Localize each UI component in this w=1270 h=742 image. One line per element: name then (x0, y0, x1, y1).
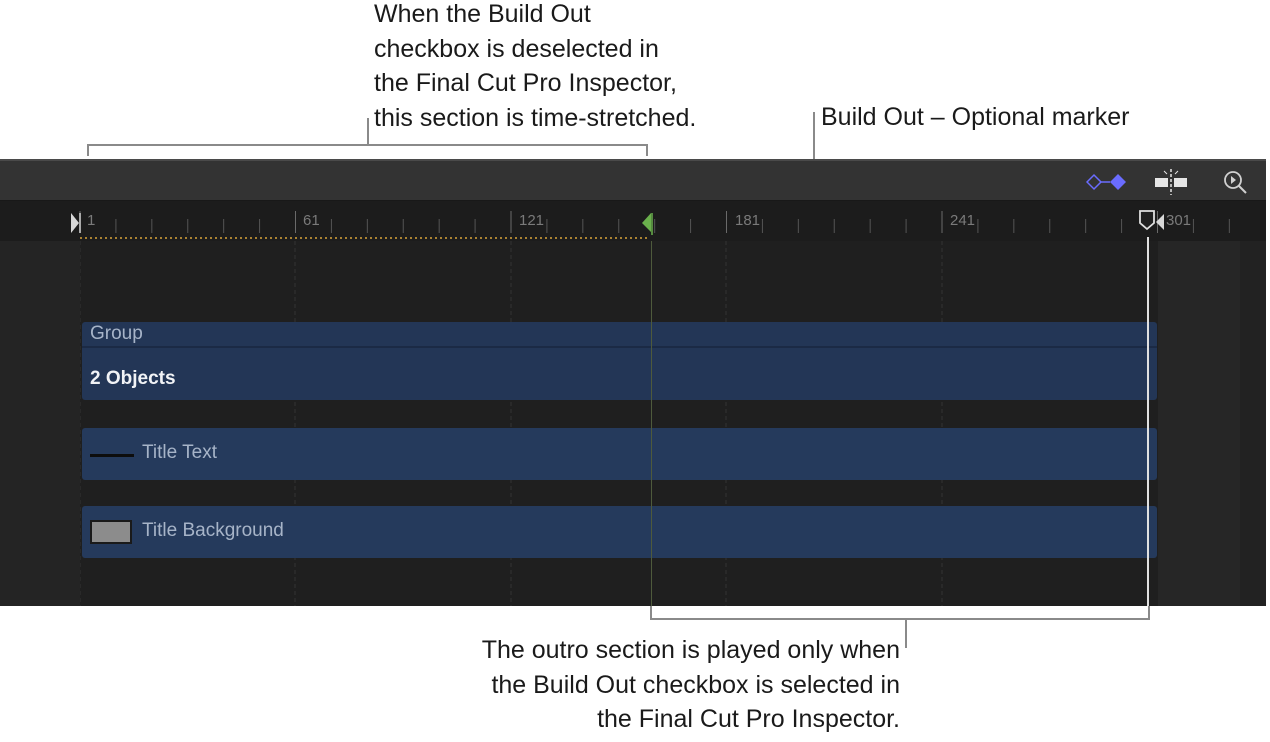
line-thumbnail-icon (90, 454, 134, 457)
callout-line: the Build Out checkbox is selected in (491, 670, 900, 699)
callout-bracket-top-left (87, 144, 89, 156)
group-objects-label: 2 Objects (90, 368, 176, 389)
tick-label: 1 (87, 212, 96, 229)
callout-line: The outro section is played only when (481, 636, 900, 664)
snapping-icon[interactable] (1154, 169, 1187, 195)
callout-leader-top (367, 118, 369, 145)
tick-label: 181 (735, 212, 761, 229)
callout-bracket-bottom (650, 618, 1150, 620)
tick-label: 61 (303, 212, 320, 229)
callout-line: the Final Cut Pro Inspector, (374, 69, 677, 97)
callout-leader-bottom (905, 620, 907, 648)
callout-time-stretch: When the Build Out checkbox is deselecte… (374, 0, 794, 135)
callout-line: the Final Cut Pro Inspector. (597, 705, 900, 733)
keyframe-diamond-icon[interactable] (1085, 169, 1126, 195)
tick-label: 121 (519, 212, 545, 229)
group-label: Group (90, 323, 143, 344)
callout-build-out-marker: Build Out – Optional marker (821, 103, 1130, 131)
tick-label: 241 (950, 212, 976, 229)
callout-line: When the Build Out (374, 0, 591, 28)
play-range-out-marker[interactable] (1138, 209, 1168, 242)
play-range-out-line (1147, 237, 1149, 606)
zoom-icon[interactable] (1222, 169, 1254, 195)
group-divider (82, 346, 1157, 348)
callout-bracket-bottom-right (1148, 606, 1150, 620)
layer-label: Title Text (142, 442, 217, 463)
build-out-marker-line (651, 241, 652, 606)
play-range-in-marker[interactable] (70, 211, 82, 240)
callout-line: this section is time-stretched. (374, 103, 697, 132)
timeline-left-margin (0, 241, 80, 606)
timeline-right-margin (1158, 241, 1240, 606)
callout-outro-section: The outro section is played only when th… (380, 633, 900, 737)
callout-line: checkbox is deselected in (374, 34, 659, 63)
callout-bracket-top-right (646, 144, 648, 156)
shape-thumbnail-icon (90, 520, 132, 544)
timeline-ruler[interactable]: 1 61 121 181 241 301 (0, 201, 1266, 241)
ruler-ticks (79, 211, 1230, 239)
tick-label: 301 (1166, 212, 1192, 229)
layer-label: Title Background (142, 520, 284, 541)
layer-track-title-text[interactable]: Title Text (82, 428, 1157, 480)
callout-bracket-top (87, 144, 648, 146)
timeline-panel: 1 61 121 181 241 301 (0, 159, 1266, 606)
group-track[interactable]: Group 2 Objects (82, 322, 1157, 400)
layer-track-title-background[interactable]: Title Background (82, 506, 1157, 558)
callout-bracket-bottom-left (650, 606, 652, 620)
timeline-toolbar (0, 159, 1266, 201)
build-out-marker-icon[interactable] (640, 211, 654, 240)
